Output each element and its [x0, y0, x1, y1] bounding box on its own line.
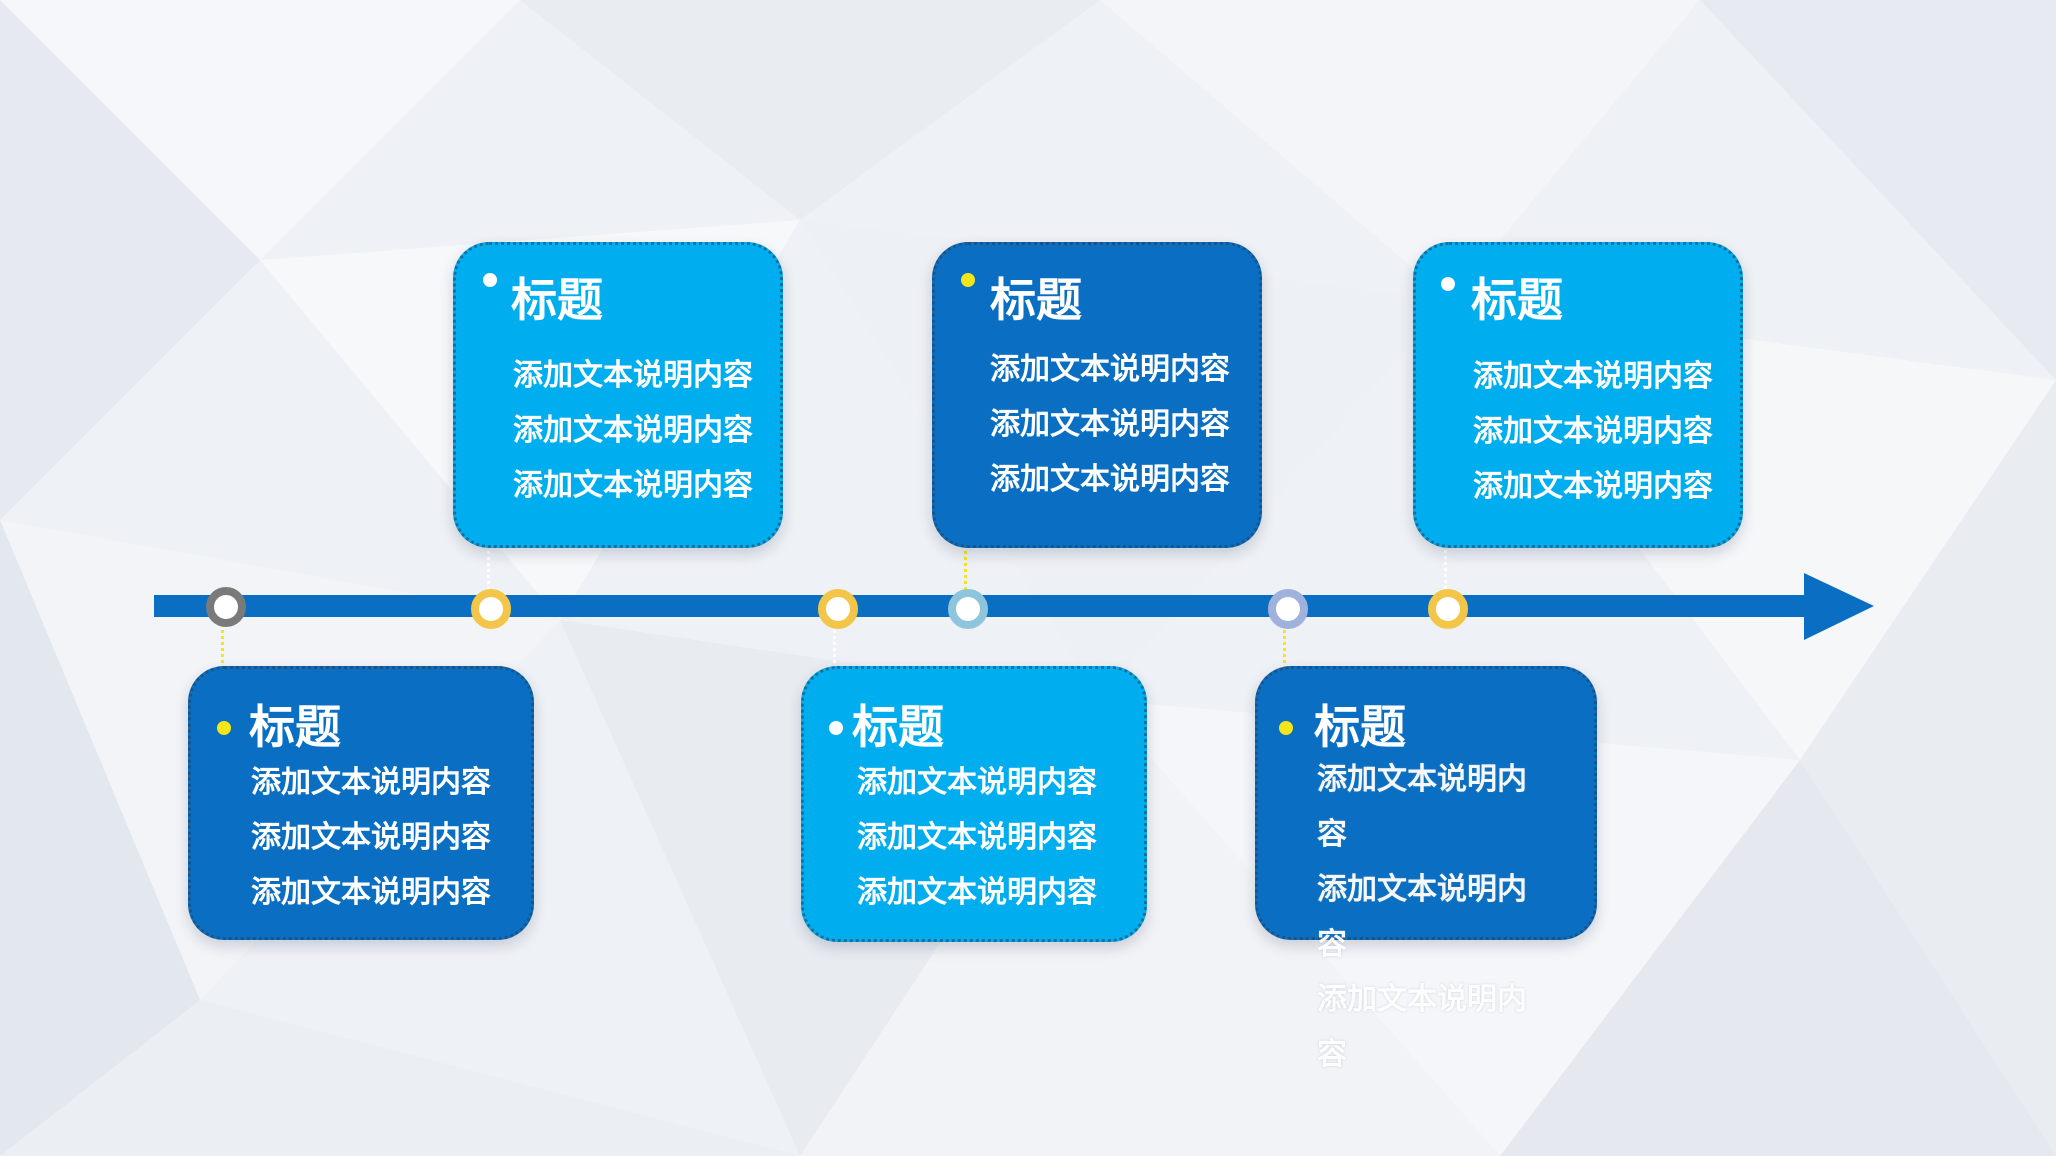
card-line: 添加文本说明内容	[251, 820, 491, 855]
timeline-node-3	[818, 589, 858, 629]
timeline-node-6	[1428, 589, 1468, 629]
card-text: 添加文本说明内容 添加文本说明内容 添加文本说明内容	[857, 755, 1097, 920]
card-dot	[217, 721, 231, 735]
card-title: 标题	[511, 273, 603, 327]
card-line: 添加文本说明内容	[857, 765, 1097, 800]
card-line: 添加文本说明内容	[1317, 762, 1527, 852]
card-title: 标题	[1471, 273, 1563, 327]
card-text: 添加文本说明内容 添加文本说明内容 添加文本说明内容	[251, 755, 491, 920]
card-line: 添加文本说明内容	[990, 407, 1230, 442]
card-top-2: 标题 添加文本说明内容 添加文本说明内容 添加文本说明内容	[932, 242, 1262, 548]
card-title: 标题	[990, 273, 1082, 327]
card-text: 添加文本说明内容 添加文本说明内容 添加文本说明内容	[990, 342, 1230, 507]
card-title: 标题	[852, 700, 944, 754]
card-bottom-2: 标题 添加文本说明内容 添加文本说明内容 添加文本说明内容	[801, 666, 1147, 942]
card-line: 添加文本说明内容	[1473, 359, 1713, 394]
card-top-3: 标题 添加文本说明内容 添加文本说明内容 添加文本说明内容	[1413, 242, 1743, 548]
card-line: 添加文本说明内容	[251, 875, 491, 910]
card-text: 添加文本说明内容 添加文本说明内容 添加文本说明内容	[1473, 349, 1713, 514]
card-line: 添加文本说明内容	[857, 875, 1097, 910]
card-line: 添加文本说明内容	[251, 765, 491, 800]
card-line: 添加文本说明内容	[1473, 469, 1713, 504]
card-line: 添加文本说明内容	[513, 468, 753, 503]
card-dot	[483, 273, 497, 287]
card-line: 添加文本说明内容	[1317, 872, 1527, 962]
card-dot	[1441, 277, 1455, 291]
card-title: 标题	[1314, 700, 1406, 754]
card-line: 添加文本说明内容	[1317, 982, 1527, 1072]
card-bottom-3: 标题	[1255, 666, 1597, 940]
card-line: 添加文本说明内容	[513, 413, 753, 448]
card-dot	[829, 721, 843, 735]
timeline-node-2	[471, 589, 511, 629]
card-bottom-3-text: 添加文本说明内容 添加文本说明内容 添加文本说明内容	[1317, 752, 1545, 1082]
card-dot	[1279, 721, 1293, 735]
card-top-1: 标题 添加文本说明内容 添加文本说明内容 添加文本说明内容	[453, 242, 783, 548]
card-line: 添加文本说明内容	[513, 358, 753, 393]
card-line: 添加文本说明内容	[990, 352, 1230, 387]
card-dot	[961, 273, 975, 287]
card-bottom-1: 标题 添加文本说明内容 添加文本说明内容 添加文本说明内容	[188, 666, 534, 940]
card-line: 添加文本说明内容	[1473, 414, 1713, 449]
card-text: 添加文本说明内容 添加文本说明内容 添加文本说明内容	[513, 348, 753, 513]
timeline-node-4	[948, 589, 988, 629]
timeline-node-1	[206, 587, 246, 627]
card-line: 添加文本说明内容	[857, 820, 1097, 855]
card-title: 标题	[249, 700, 341, 754]
timeline-node-5	[1268, 589, 1308, 629]
card-line: 添加文本说明内容	[990, 462, 1230, 497]
